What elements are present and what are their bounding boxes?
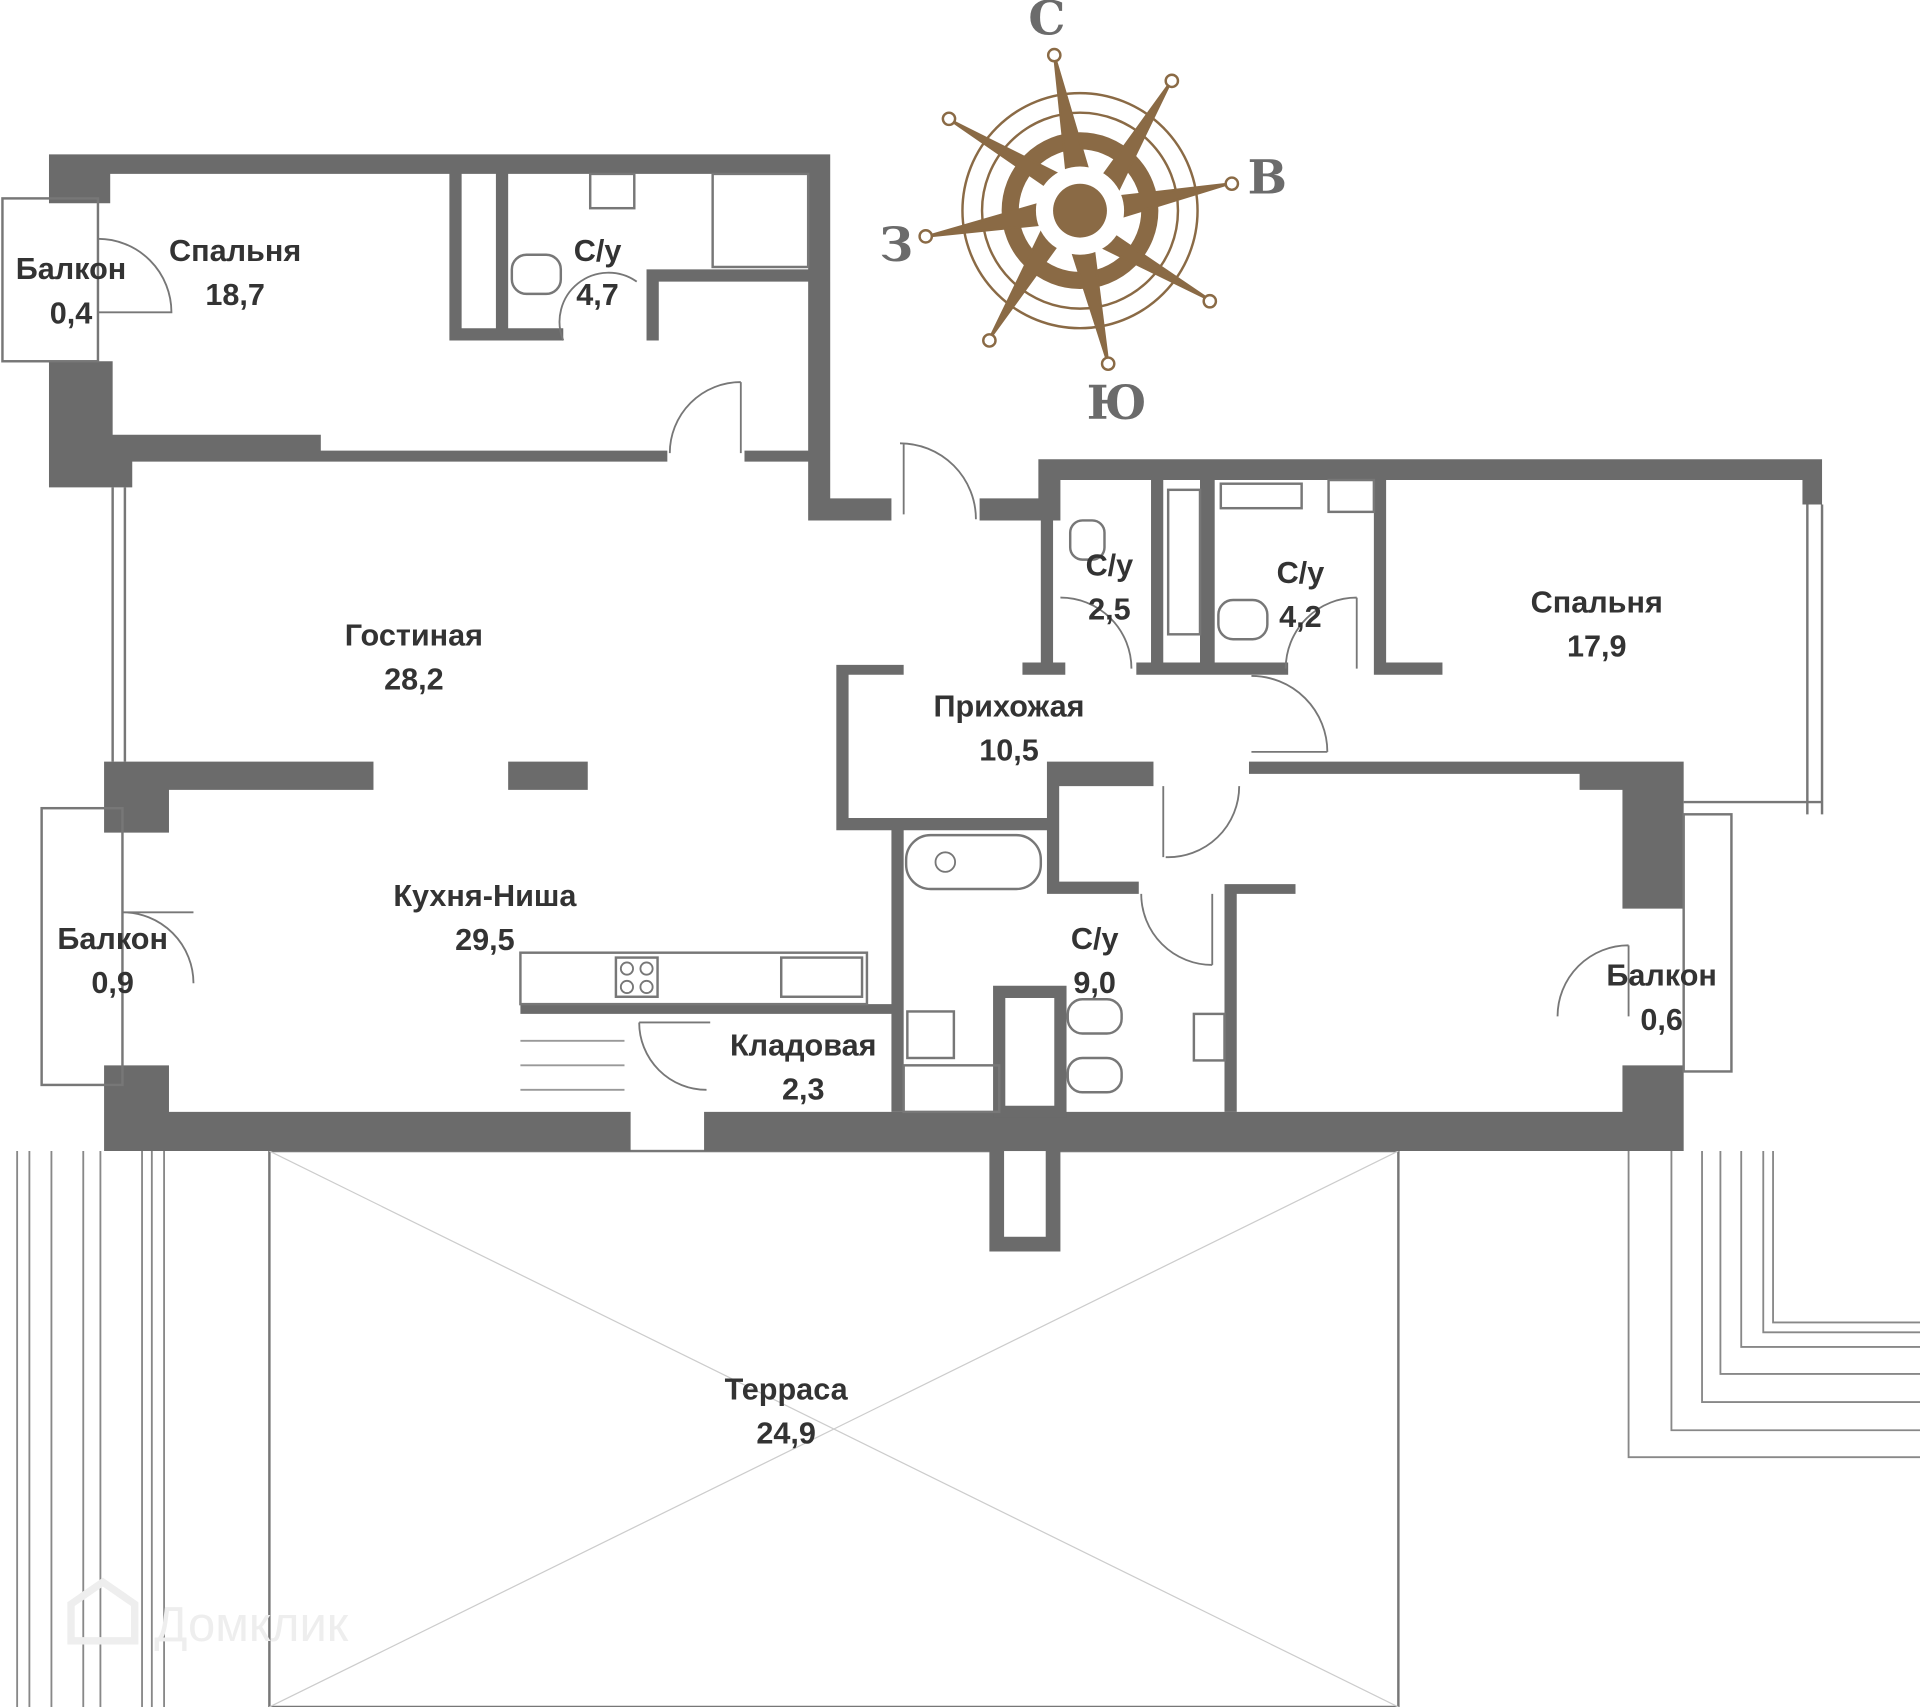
- room-name: С/у: [1071, 922, 1119, 956]
- room-area: 29,5: [455, 923, 515, 957]
- watermark-text: Домклик: [154, 1598, 349, 1652]
- room-area: 4,7: [576, 278, 619, 312]
- room-name: С/у: [574, 234, 622, 268]
- room-area: 2,3: [782, 1073, 825, 1107]
- room-area: 0,9: [91, 966, 134, 1000]
- room-name: Балкон: [1606, 959, 1717, 993]
- room-area: 17,9: [1567, 629, 1627, 663]
- room-name: Терраса: [725, 1373, 849, 1407]
- room-area: 4,2: [1279, 600, 1322, 634]
- compass-east-label: В: [1248, 150, 1287, 205]
- doors: [97, 237, 1630, 1091]
- room-area: 18,7: [205, 278, 265, 312]
- room-area: 24,9: [756, 1417, 816, 1451]
- room-name: Спальня: [1531, 585, 1663, 619]
- room-name: С/у: [1277, 556, 1325, 590]
- room-name: Кухня-Ниша: [393, 879, 577, 913]
- room-area: 9,0: [1073, 966, 1116, 1000]
- compass-north-label: С: [1028, 0, 1065, 45]
- room-labels: Балкон0,4Спальня18,7С/у4,7Гостиная28,2С/…: [16, 234, 1717, 1451]
- room-area: 10,5: [979, 733, 1039, 767]
- room-area: 2,5: [1088, 593, 1131, 627]
- compass-south-label: Ю: [1087, 375, 1147, 430]
- room-area: 28,2: [384, 662, 444, 696]
- room-name: С/у: [1086, 549, 1134, 583]
- compass-west-label: З: [880, 217, 914, 272]
- room-name: Спальня: [169, 234, 301, 268]
- room-name: Прихожая: [933, 689, 1084, 723]
- room-name: Кладовая: [730, 1029, 877, 1063]
- walls: [48, 154, 1823, 1252]
- fixtures: [1, 172, 1824, 1114]
- room-name: Балкон: [57, 922, 168, 956]
- room-area: 0,6: [1640, 1003, 1683, 1037]
- room-name: Балкон: [16, 252, 127, 286]
- room-area: 0,4: [50, 296, 93, 330]
- watermark-logo: Домклик: [67, 1577, 349, 1652]
- compass-rose-icon: С В Ю З: [880, 0, 1287, 430]
- room-name: Гостиная: [345, 618, 483, 652]
